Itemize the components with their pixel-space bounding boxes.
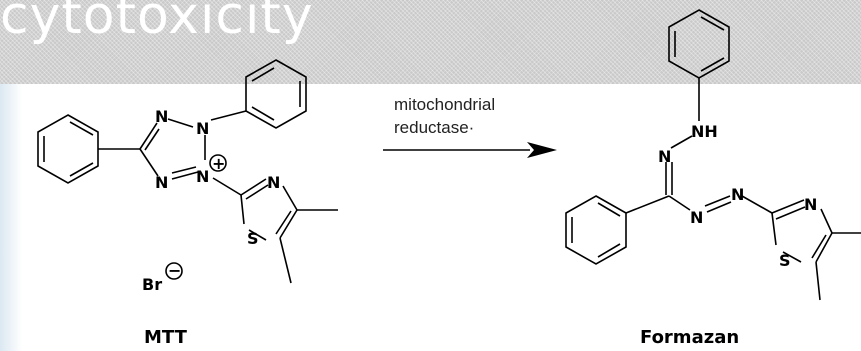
mtt-n-right-label: N xyxy=(196,119,209,138)
mtt-phenyl-left xyxy=(37,114,99,184)
mtt-n-top-label: N xyxy=(155,107,168,126)
mtt-thiazole-n-label: N xyxy=(267,173,280,192)
arrow-label-line2: reductase· xyxy=(394,118,474,137)
formazan-caption: Formazan xyxy=(640,327,739,348)
minus-charge-circle xyxy=(165,262,183,280)
formazan-n1-label: N xyxy=(658,147,671,166)
banner-title: cytotoxicity xyxy=(0,0,314,46)
title-banner: cytotoxicity xyxy=(0,0,861,84)
formazan-nh-label: NH xyxy=(691,122,718,141)
reaction-arrow-group: mitochondrial reductase· xyxy=(383,95,557,158)
plus-charge-circle xyxy=(209,154,227,172)
plus-charge-sign: + xyxy=(212,154,225,173)
formazan-phenyl-left xyxy=(565,195,627,265)
mtt-caption: MTT xyxy=(144,327,188,348)
bromide-label: Br xyxy=(142,275,162,294)
arrow-label-line1: mitochondrial xyxy=(394,95,495,114)
mtt-n-plus-label: N xyxy=(196,167,209,186)
formazan-thiazole-n-label: N xyxy=(804,195,817,214)
mtt-n-bottom-label: N xyxy=(155,173,168,192)
mtt-structure: N N N N + N S Br − MTT xyxy=(37,59,338,348)
slide-edge-decoration xyxy=(0,84,22,351)
formazan-structure: NH N N N N S Formazan xyxy=(565,9,861,348)
mtt-phenyl-top xyxy=(245,59,307,129)
formazan-n2-label: N xyxy=(690,208,703,227)
formazan-thiazole-s-label: S xyxy=(779,251,791,270)
formazan-n3-label: N xyxy=(731,185,744,204)
minus-charge-sign: − xyxy=(168,261,181,280)
formazan-phenyl-top xyxy=(668,9,730,79)
mtt-thiazole-s-label: S xyxy=(247,229,259,248)
reaction-arrow-head xyxy=(527,142,557,158)
